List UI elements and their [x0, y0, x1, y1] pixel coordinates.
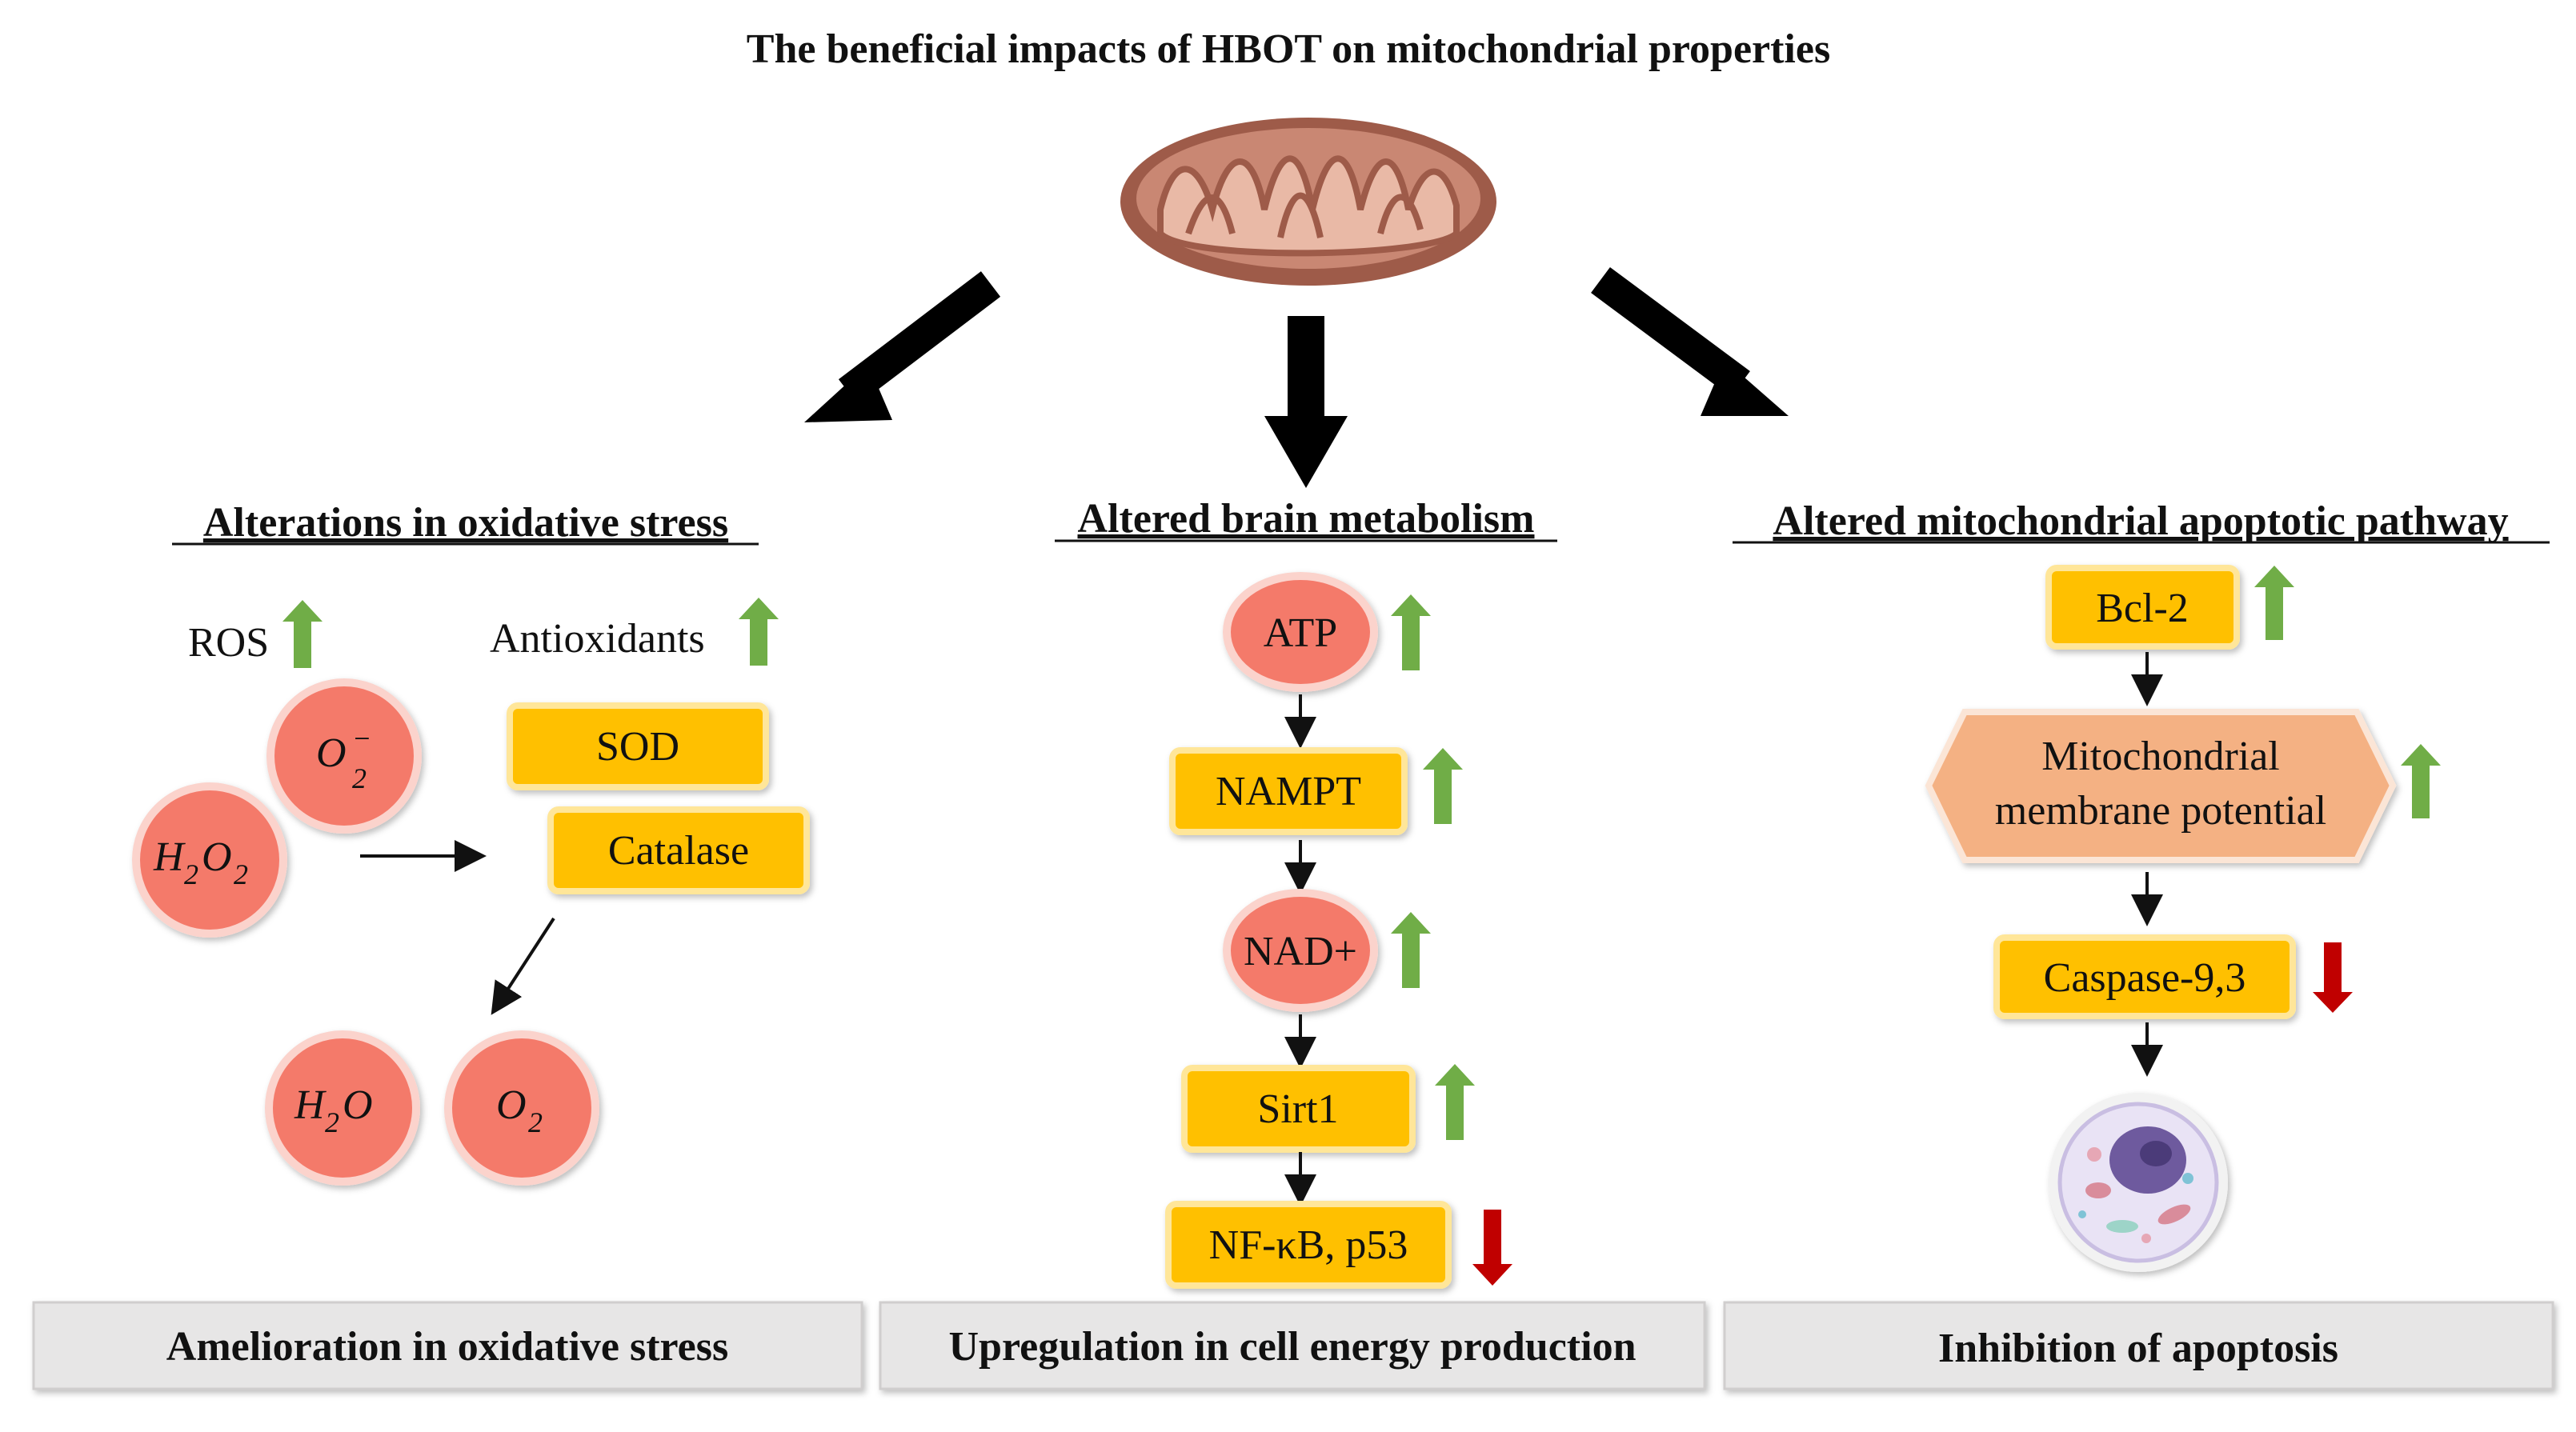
h2o-h: H [294, 1082, 327, 1128]
catalase-box: Catalase [547, 806, 810, 894]
water-circle: H 2 O [265, 1030, 420, 1186]
bcl2-box: Bcl-2 [2045, 565, 2240, 650]
nampt-box: NAMPT [1169, 747, 1408, 835]
footer-oxidative: Amelioration in oxidative stress [32, 1301, 863, 1390]
green-up-arrow-icon [282, 600, 323, 668]
superoxide-sub: 2 [352, 762, 367, 794]
h2o2-o: O [202, 834, 232, 880]
nfkb-p53-label: NF-κB, p53 [1209, 1222, 1408, 1268]
oxygen-circle: O 2 [444, 1030, 599, 1186]
hydrogen-peroxide-circle: H 2 O 2 [132, 782, 287, 938]
diagram-title: The beneficial impacts of HBOT on mitoch… [747, 26, 1830, 72]
atp-label: ATP [1264, 610, 1337, 656]
nad-circle: NAD+ [1223, 889, 1378, 1012]
arrow-to-products [491, 917, 555, 1015]
red-down-arrow-icon [1472, 1210, 1512, 1286]
cell-icon [2049, 1093, 2228, 1272]
atp-circle: ATP [1223, 572, 1378, 692]
membrane-label-line1: Mitochondrial [2041, 734, 2280, 779]
catalase-label: Catalase [608, 828, 749, 874]
nfkb-p53-box: NF-κB, p53 [1165, 1201, 1452, 1289]
green-up-arrow-icon [1391, 594, 1431, 670]
ros-label: ROS [188, 620, 269, 666]
membrane-label-line2: membrane potential [1995, 788, 2326, 834]
caspase-box: Caspase-9,3 [1993, 934, 2296, 1019]
mitochondrion-icon [1120, 118, 1496, 286]
sirt1-label: Sirt1 [1257, 1086, 1338, 1132]
footer-metabolism-label: Upregulation in cell energy production [949, 1324, 1637, 1370]
footer-metabolism: Upregulation in cell energy production [879, 1301, 1706, 1390]
caspase-label: Caspase-9,3 [2044, 955, 2246, 1001]
superoxide-base: O [316, 730, 347, 776]
membrane-potential-hexagon: Mitochondrial membrane potential [1925, 709, 2397, 863]
nampt-label: NAMPT [1216, 769, 1361, 814]
superoxide-sup: − [352, 722, 371, 754]
big-arrow-down [1264, 316, 1348, 488]
superoxide-circle: O 2 − [266, 678, 422, 834]
antioxidants-label: Antioxidants [490, 616, 705, 662]
footer-apoptosis: Inhibition of apoptosis [1723, 1301, 2554, 1390]
footer-oxidative-label: Amelioration in oxidative stress [166, 1324, 728, 1370]
o2-o: O [496, 1082, 527, 1128]
metabolism-heading: Altered brain metabolism [1078, 496, 1535, 542]
h2o-sub: 2 [325, 1106, 339, 1138]
o2-sub: 2 [528, 1106, 543, 1138]
green-up-arrow-icon [1423, 748, 1463, 824]
footer-apoptosis-label: Inhibition of apoptosis [1938, 1326, 2338, 1371]
h2o2-sub2: 2 [234, 858, 248, 890]
h2o2-h: H [153, 834, 186, 880]
green-up-arrow-icon [2401, 744, 2441, 818]
sod-label: SOD [596, 724, 679, 770]
green-up-arrow-icon [2254, 566, 2294, 640]
h2o-o: O [343, 1082, 373, 1128]
big-arrow-left [804, 271, 1001, 422]
apoptosis-heading: Altered mitochondrial apoptotic pathway [1773, 498, 2508, 544]
bcl2-label: Bcl-2 [2096, 586, 2189, 631]
h2o2-sub1: 2 [184, 858, 198, 890]
green-up-arrow-icon [1435, 1064, 1475, 1140]
green-up-arrow-icon [739, 598, 779, 666]
red-down-arrow-icon [2313, 942, 2353, 1013]
nad-label: NAD+ [1244, 929, 1357, 974]
sod-box: SOD [507, 702, 769, 790]
sirt1-box: Sirt1 [1181, 1065, 1416, 1153]
oxidative-heading: Alterations in oxidative stress [203, 500, 728, 546]
big-arrow-right [1591, 266, 1789, 416]
green-up-arrow-icon [1391, 912, 1431, 988]
